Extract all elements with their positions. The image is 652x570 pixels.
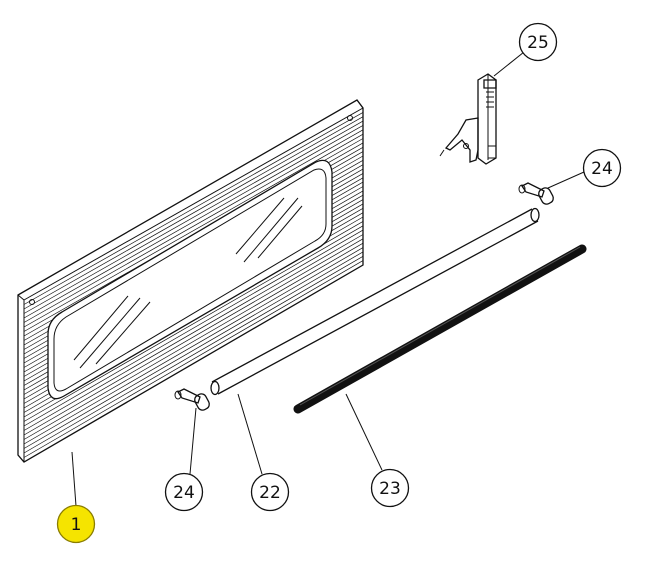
- door-glass-panel: [17, 99, 364, 463]
- callout-1: 1: [56, 504, 96, 544]
- panel-stripe: [23, 116, 364, 310]
- hinge-rod: [210, 207, 540, 396]
- panel-stripe: [23, 229, 364, 427]
- window-glass-inner: [53, 168, 327, 392]
- callout-label: 22: [259, 483, 281, 503]
- hinge-pin-left: [174, 388, 210, 411]
- panel-stripe: [23, 125, 364, 319]
- panel-stripe: [23, 242, 364, 440]
- callout-25: 25: [518, 22, 558, 62]
- screw-hole-left: [29, 299, 35, 305]
- panel-stripe: [23, 255, 364, 454]
- panel-stripe: [23, 129, 364, 323]
- panel-stripe: [23, 120, 364, 314]
- callout-label: 1: [71, 515, 82, 535]
- callout-circle-highlighted: [56, 504, 96, 544]
- door-hinge-bracket: [439, 73, 497, 165]
- panel-stripe: [23, 247, 364, 445]
- panel-stripe: [23, 225, 364, 422]
- panel-stripe: [23, 234, 364, 431]
- hinge-pin-right: [518, 182, 554, 205]
- callout-24-left: 24: [164, 472, 204, 512]
- callout-label: 25: [527, 33, 549, 53]
- callout-label: 24: [591, 159, 613, 179]
- callout-23: 23: [370, 468, 410, 508]
- window-opening: [47, 159, 333, 400]
- panel-stripe: [23, 133, 364, 328]
- door-gasket-strip: [293, 244, 587, 414]
- panel-stripe: [23, 260, 364, 458]
- panel-stripe: [23, 238, 364, 436]
- leader-lines: [71, 51, 585, 507]
- callout-22: 22: [250, 472, 290, 512]
- screw-hole-right: [347, 115, 353, 121]
- callout-24-right: 24: [582, 148, 622, 188]
- glass-reflection-marks: [73, 197, 303, 369]
- callout-label: 24: [173, 483, 195, 503]
- callout-label: 23: [379, 479, 401, 499]
- panel-stripe: [23, 251, 364, 449]
- panel-stripe: [23, 112, 364, 305]
